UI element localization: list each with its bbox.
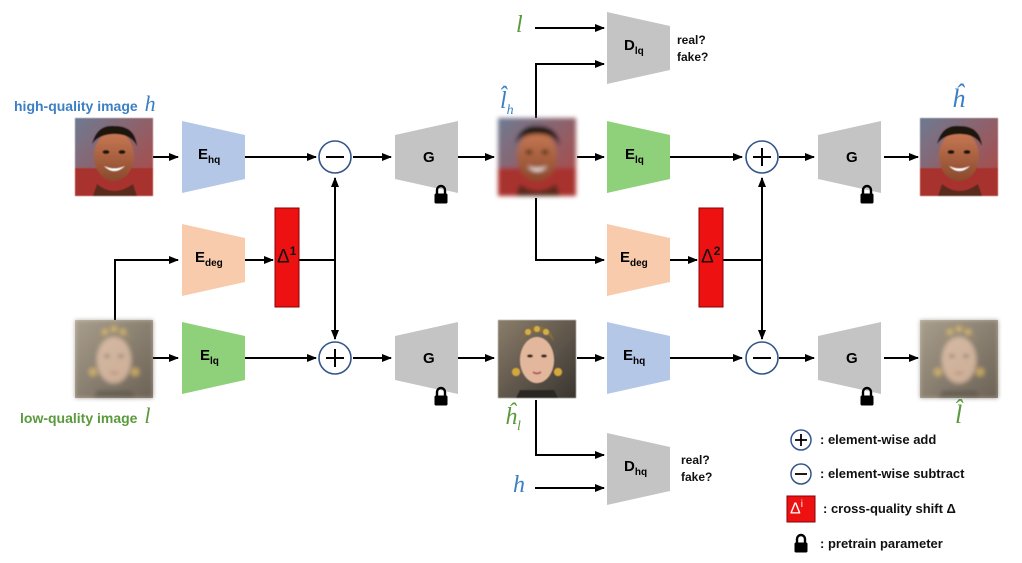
image-l-hat-h [498,118,576,196]
encoder-E-deg-left [182,224,245,296]
image-h-hat-l [497,319,577,399]
subtract-operator [745,341,779,375]
shift-block-delta-2 [698,207,724,308]
h-hat-output-label: ĥ [952,84,965,113]
D-hq-label: Dhq [624,458,648,478]
hq-input-label-text: high-quality image [14,98,138,114]
fake-text: fake? [681,470,713,484]
delta-1-label: Δ1 [277,244,297,268]
G-label-2: G [423,350,435,367]
shift-block-delta-1 [274,207,300,308]
E-hq-label-bottom: Ehq [623,347,646,367]
E-deg-label-right: Edeg [620,249,648,269]
E-lq-label-bottom: Elq [200,347,219,367]
E-lq-label-top: Elq [625,146,644,166]
disc-input-h: h [513,472,525,498]
E-hq-label-top: Ehq [198,146,221,166]
encoder-E-hq-bottom [607,322,670,394]
legend-add-text: : element-wise add [820,432,937,447]
generator-G-4 [818,322,881,394]
legend-subtract-icon [790,463,812,485]
generator-G-1 [395,121,458,193]
l-hat-output-label: l̂ [955,400,963,429]
D-hq-output: real? fake? [681,452,712,486]
G-label-1: G [423,149,435,166]
legend-subtract-text: : element-wise subtract [820,466,965,481]
legend-pretrain-text: : pretrain parameter [820,536,943,551]
legend-lock-icon [793,533,809,554]
disc-input-l: l [516,12,523,38]
delta-2-label: Δ2 [701,244,721,268]
real-text: real? [681,453,710,467]
encoder-E-deg-right [607,224,670,296]
l-hat-h-label: l̂h [500,88,514,118]
discriminator-D-lq [607,12,670,84]
hq-input-label: high-quality image h [14,91,156,117]
fake-text: fake? [677,50,709,64]
legend-shift-text: : cross-quality shift Δ [823,501,956,516]
add-operator [318,341,352,375]
encoder-E-hq-top [182,121,245,193]
connection-arrows [114,24,919,492]
lock-icon [433,386,449,407]
legend-shift-icon [786,495,816,523]
subtract-operator [318,140,352,174]
add-operator [745,140,779,174]
image-hq-input [75,118,153,196]
lq-input-label: low-quality image l [20,403,150,429]
encoder-E-lq-bottom [182,322,245,394]
discriminator-D-hq [607,433,670,505]
hq-input-symbol: h [144,91,156,116]
lq-input-label-text: low-quality image [20,410,138,426]
generator-G-3 [818,121,881,193]
D-lq-label: Dlq [624,37,644,57]
D-lq-output: real? fake? [677,32,708,66]
legend-add-icon [790,429,812,451]
image-h-hat-output [920,118,998,196]
image-lq-input [74,319,154,399]
image-l-hat-output [919,319,999,399]
generator-G-2 [395,322,458,394]
real-text: real? [677,33,706,47]
G-label-4: G [846,350,858,367]
legend-shift-symbol: Δi [790,499,803,518]
lq-input-symbol: l [144,403,151,428]
h-hat-l-label: ĥl [505,404,521,434]
E-deg-label-left: Edeg [195,249,223,269]
G-label-3: G [846,149,858,166]
encoder-E-lq-top [607,121,670,193]
